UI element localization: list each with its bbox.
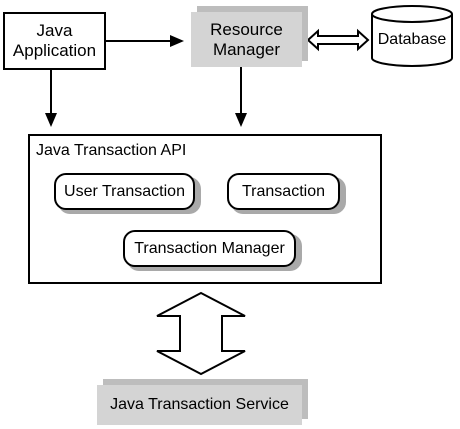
transaction-box: Transaction [227, 173, 340, 210]
arrow-app-to-jta-head [45, 113, 57, 127]
transaction-label: Transaction [242, 182, 325, 200]
resource-manager-box: Resource Manager [191, 12, 302, 67]
database-cylinder-icon [371, 5, 453, 67]
arrow-rm-to-jta-head [235, 113, 247, 127]
resource-manager-label: Resource Manager [210, 19, 283, 59]
java-application-label: Java Application [12, 21, 97, 60]
java-transaction-service-label: Java Transaction Service [110, 396, 289, 413]
database-label: Database [377, 31, 447, 48]
user-transaction-box: User Transaction [54, 173, 195, 210]
java-transaction-service-box: Java Transaction Service [97, 385, 302, 425]
java-application-box: Java Application [3, 12, 106, 70]
java-transaction-api-title: Java Transaction API [36, 142, 187, 159]
transaction-manager-label: Transaction Manager [134, 239, 285, 257]
transaction-manager-box: Transaction Manager [123, 230, 296, 267]
double-arrow-jta-jts [156, 291, 246, 376]
arrow-app-to-rm-head [170, 35, 184, 47]
double-arrow-rm-db [306, 28, 370, 52]
user-transaction-label: User Transaction [64, 182, 185, 200]
